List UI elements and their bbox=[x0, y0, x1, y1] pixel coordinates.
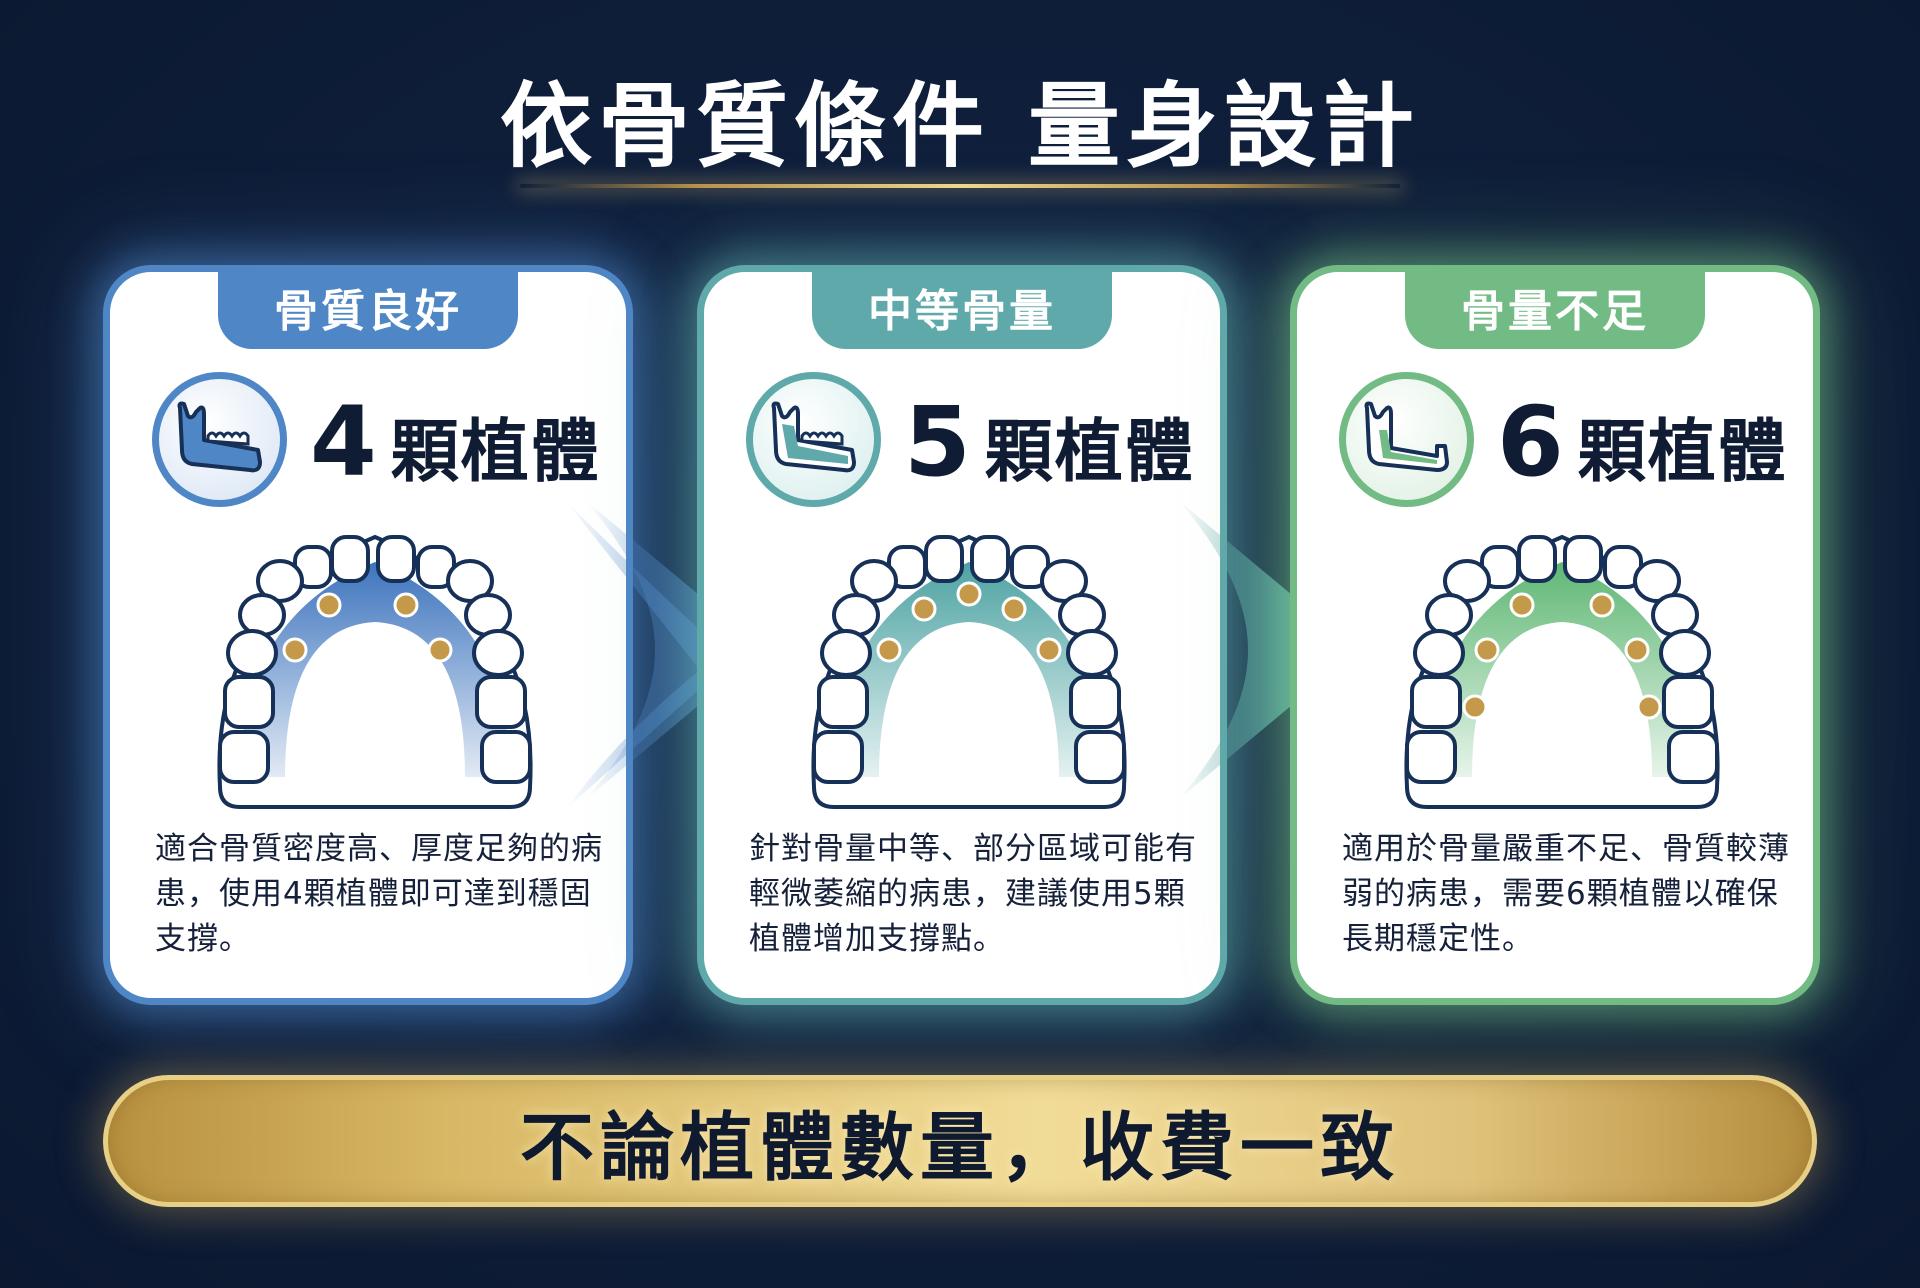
page-title: 依骨質條件 量身設計 bbox=[499, 73, 1421, 180]
card-tab-label: 骨量不足 bbox=[1405, 265, 1705, 349]
implant-count: 6 顆植體 bbox=[1497, 392, 1788, 503]
implant-count-unit: 顆植體 bbox=[390, 413, 601, 492]
jaw-bone-icon bbox=[746, 372, 881, 507]
card-tab-label: 骨質良好 bbox=[218, 265, 518, 349]
implant-count-unit: 顆植體 bbox=[1577, 413, 1788, 492]
dental-arch-diagram bbox=[811, 534, 1127, 809]
implant-count-number: 4 bbox=[310, 386, 377, 498]
card-description: 適用於骨量嚴重不足、骨質較薄弱的病患，需要6顆植體以確保長期穩定性。 bbox=[1342, 831, 1790, 957]
pricing-banner: 不論植體數量，收費一致 bbox=[103, 1075, 1817, 1207]
card-description: 適合骨質密度高、厚度足夠的病患，使用4顆植體即可達到穩固支撐。 bbox=[155, 831, 603, 957]
card-insufficient-bone: 骨量不足 6 顆植體 適用於骨 bbox=[1290, 265, 1820, 1005]
card-good-bone: 骨質良好 4 顆植體 適合骨質密度高、厚度足 bbox=[103, 265, 633, 1005]
implant-count-number: 6 bbox=[1497, 386, 1564, 498]
jaw-bone-icon bbox=[152, 372, 287, 507]
dental-arch-diagram bbox=[217, 534, 533, 809]
arrow-right-icon bbox=[1178, 500, 1358, 800]
pricing-banner-text: 不論植體數量，收費一致 bbox=[520, 1104, 1400, 1191]
card-moderate-bone: 中等骨量 5 顆植體 bbox=[697, 265, 1227, 1005]
card-tab-label: 中等骨量 bbox=[812, 265, 1112, 349]
implant-count: 4 顆植體 bbox=[310, 392, 601, 503]
card-description: 針對骨量中等、部分區域可能有輕微萎縮的病患，建議使用5顆植體增加支撐點。 bbox=[749, 831, 1197, 957]
dental-arch-diagram bbox=[1404, 534, 1720, 809]
jaw-bone-icon bbox=[1339, 372, 1474, 507]
implant-count: 5 顆植體 bbox=[904, 392, 1195, 503]
implant-count-number: 5 bbox=[904, 386, 971, 498]
implant-count-unit: 顆植體 bbox=[984, 413, 1195, 492]
title-divider bbox=[520, 184, 1400, 188]
